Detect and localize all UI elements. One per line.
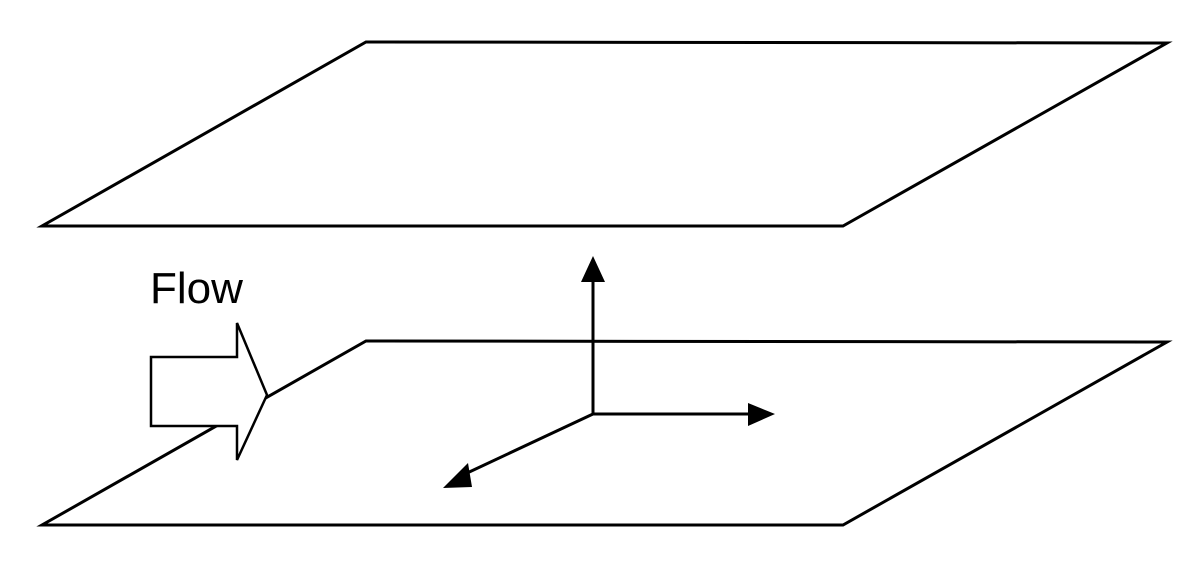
depth-axis-arrowhead bbox=[443, 463, 472, 488]
top-plate bbox=[36, 40, 1173, 228]
bottom-plate bbox=[36, 339, 1173, 527]
coordinate-axes bbox=[443, 256, 775, 488]
flow-label: Flow bbox=[150, 264, 243, 313]
flow-arrow bbox=[149, 322, 269, 461]
vertical-axis-arrowhead bbox=[581, 256, 605, 282]
depth-axis-line bbox=[464, 412, 594, 476]
horizontal-axis-arrowhead bbox=[748, 403, 775, 426]
